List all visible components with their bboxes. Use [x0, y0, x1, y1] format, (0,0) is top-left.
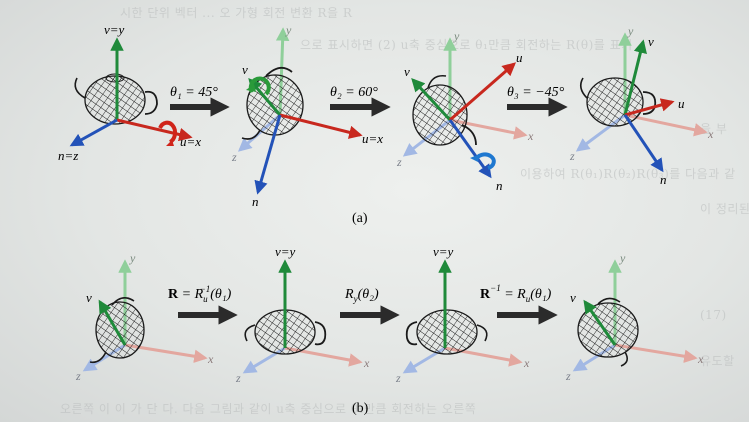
teapot: [412, 74, 477, 146]
axis-v: [248, 77, 282, 116]
background-text-1: 시한 단위 벡터 ... 오 가형 회전 변환 R을 R: [120, 6, 353, 20]
label-z: z: [396, 155, 402, 169]
label-x: x: [363, 356, 370, 370]
figure-b3: v=y x z: [395, 244, 530, 385]
teapot: [577, 297, 639, 367]
label-v: v: [86, 290, 92, 305]
step-arrow-a3: θ₃ = −45°: [507, 85, 568, 117]
label-x: x: [697, 352, 704, 366]
label-x: x: [527, 129, 534, 143]
teapot: [241, 66, 304, 140]
label-u-eq-x: u=x: [180, 134, 201, 149]
label-v: v: [404, 64, 410, 79]
step-a1-label: θ₁ = 45°: [170, 85, 218, 100]
label-v-eq-y: v=y: [433, 244, 454, 259]
label-v: v: [648, 34, 654, 49]
step-arrow-b2: Ry(θ₂): [340, 287, 400, 325]
axis-n: [448, 119, 492, 179]
figure-a2: v y z u=x n: [231, 23, 383, 209]
label-n: n: [252, 194, 259, 209]
axis-v: [583, 299, 617, 346]
label-u-eq-x: u=x: [362, 131, 383, 146]
axis-u: [279, 113, 363, 139]
axis-v: [411, 78, 452, 122]
label-x: x: [523, 356, 530, 370]
axis-n: [69, 118, 118, 147]
background-text-6: (17): [700, 308, 727, 322]
step-arrow-a1: θ₁ = 45°: [170, 85, 230, 117]
label-v-eq-y: v=y: [104, 22, 125, 37]
label-z: z: [565, 369, 571, 383]
axis-n: [623, 114, 664, 173]
step-arrow-b3: R−1 = Ru(θ₁): [480, 283, 558, 325]
step-b2-label: Ry(θ₂): [344, 287, 379, 304]
axis-n: [254, 114, 282, 195]
label-z: z: [235, 371, 241, 385]
label-y: y: [627, 24, 634, 38]
label-v: v: [570, 290, 576, 305]
label-n: n: [496, 178, 503, 193]
figure-b1: v y x z: [75, 251, 214, 383]
label-z: z: [75, 369, 81, 383]
axis-u: [116, 118, 193, 142]
label-n-eq-z: n=z: [58, 148, 78, 163]
step-b1-label: R = Ru−1(θ₁): [168, 284, 232, 304]
figure-a3: v u y x z n: [396, 29, 534, 193]
axis-u: [624, 98, 675, 117]
axis-x-faint: [624, 113, 708, 137]
label-y: y: [129, 251, 136, 265]
step-arrow-a2: θ₂ = 60°: [330, 85, 391, 117]
label-y: y: [285, 23, 292, 37]
label-v: v: [242, 62, 248, 77]
step-b3-label: R−1 = Ru(θ₁): [480, 283, 552, 304]
label-v-eq-y: v=y: [275, 244, 296, 259]
step-arrow-b1: R = Ru−1(θ₁): [168, 284, 238, 325]
label-u: u: [516, 50, 523, 65]
figure-b4: v y x z: [565, 251, 704, 383]
figure-a4: v y u x z n: [569, 24, 714, 187]
figure-b2: v=y x z: [235, 244, 370, 385]
label-n: n: [660, 172, 667, 187]
background-text-8: 오른쪽 이 이 가 단 다. 다음 그림과 같이 u축 중심으로 θ₁만큼 회전…: [60, 402, 477, 416]
axis-v: [623, 39, 647, 116]
label-y: y: [619, 251, 626, 265]
background-text-5: 이 정리된다: [700, 202, 749, 216]
label-x: x: [707, 127, 714, 141]
background-text-4: 이용하여 R(θ₁)R(θ₂)R(θ₃)를 다음과 같: [520, 167, 736, 181]
label-x: x: [207, 352, 214, 366]
rotation-arrow-u: [158, 120, 178, 144]
label-u: u: [678, 96, 685, 111]
background-text-2: 으로 표시하면 (2) u축 중심으로 θ₁만큼 회전하는 R(θ)를 표기: [300, 38, 633, 52]
figure-a1: v=y u=x n=z: [58, 22, 201, 163]
label-z: z: [569, 149, 575, 163]
teapot: [74, 73, 158, 125]
axis-v: [98, 299, 127, 346]
label-y: y: [453, 29, 460, 43]
caption-a: (a): [352, 211, 368, 226]
label-z: z: [395, 371, 401, 385]
step-a2-label: θ₂ = 60°: [330, 85, 378, 100]
teapot: [405, 309, 488, 355]
step-a3-label: θ₃ = −45°: [507, 85, 565, 100]
axis-u: [449, 62, 517, 122]
label-z: z: [231, 150, 237, 164]
caption-b: (b): [352, 401, 369, 416]
background-text-7: 유도할: [700, 354, 735, 368]
